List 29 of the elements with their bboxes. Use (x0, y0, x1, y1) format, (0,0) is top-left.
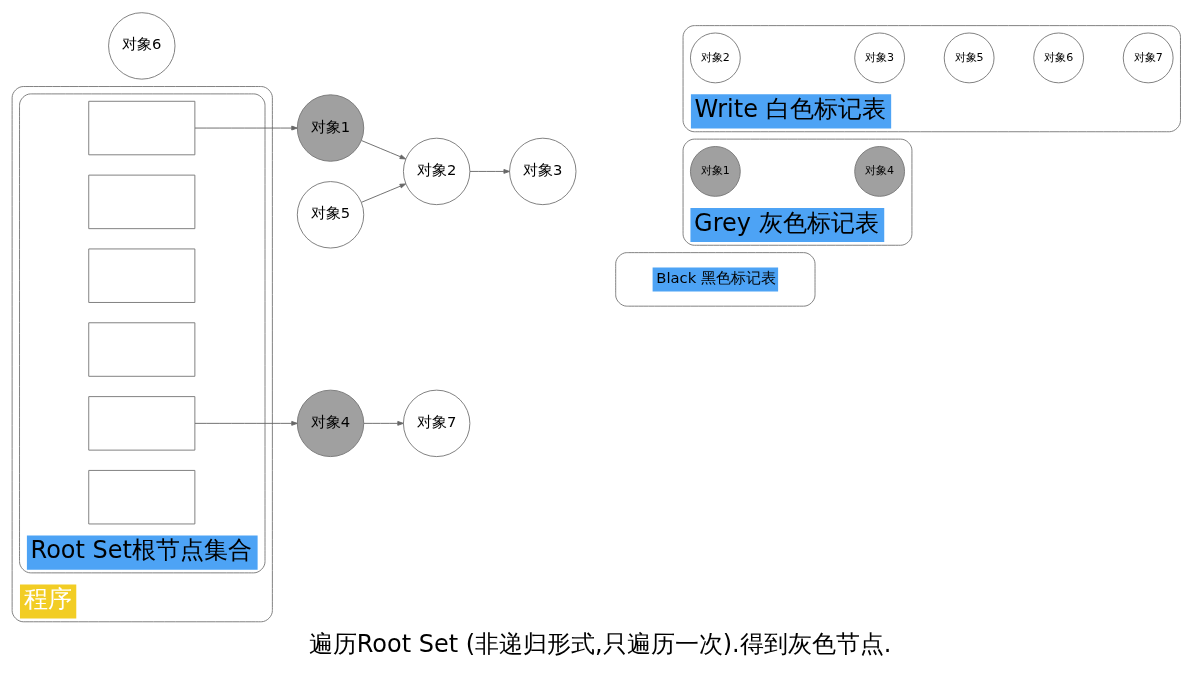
node-box (88, 322, 196, 377)
node-box: Black 黑色标记表 (615, 252, 816, 307)
node-circle: 对象3 (509, 137, 577, 206)
cluster: Root Set根节点集合 (19, 93, 266, 574)
arrow (361, 140, 407, 160)
node-circle: 对象4 (296, 389, 365, 458)
node-circle: 对象3 (854, 32, 905, 84)
node-circle: 对象7 (1122, 32, 1174, 84)
node-circle: 对象6 (108, 12, 176, 80)
arrow (469, 169, 510, 174)
node-box (88, 396, 196, 451)
node-box (88, 248, 196, 303)
arrow (361, 183, 407, 203)
node-circle: 对象2 (402, 137, 471, 206)
node-circle: 对象1 (296, 94, 365, 162)
caption: 遍历Root Set (非递归形式,只遍历一次).得到灰色节点. (308, 630, 892, 659)
node-circle: 对象1 (690, 146, 741, 197)
node-circle: 对象7 (402, 389, 471, 458)
node-circle: 对象5 (296, 181, 365, 249)
arrow (194, 420, 298, 426)
node-box (88, 174, 196, 230)
node-circle: 对象2 (690, 32, 741, 84)
node-box (88, 469, 196, 525)
node-box (88, 100, 196, 156)
node-circle: 对象4 (854, 146, 905, 197)
arrow (363, 420, 404, 426)
node-circle: 对象6 (1033, 32, 1085, 84)
node-circle: 对象5 (943, 32, 995, 84)
arrow (194, 125, 298, 131)
